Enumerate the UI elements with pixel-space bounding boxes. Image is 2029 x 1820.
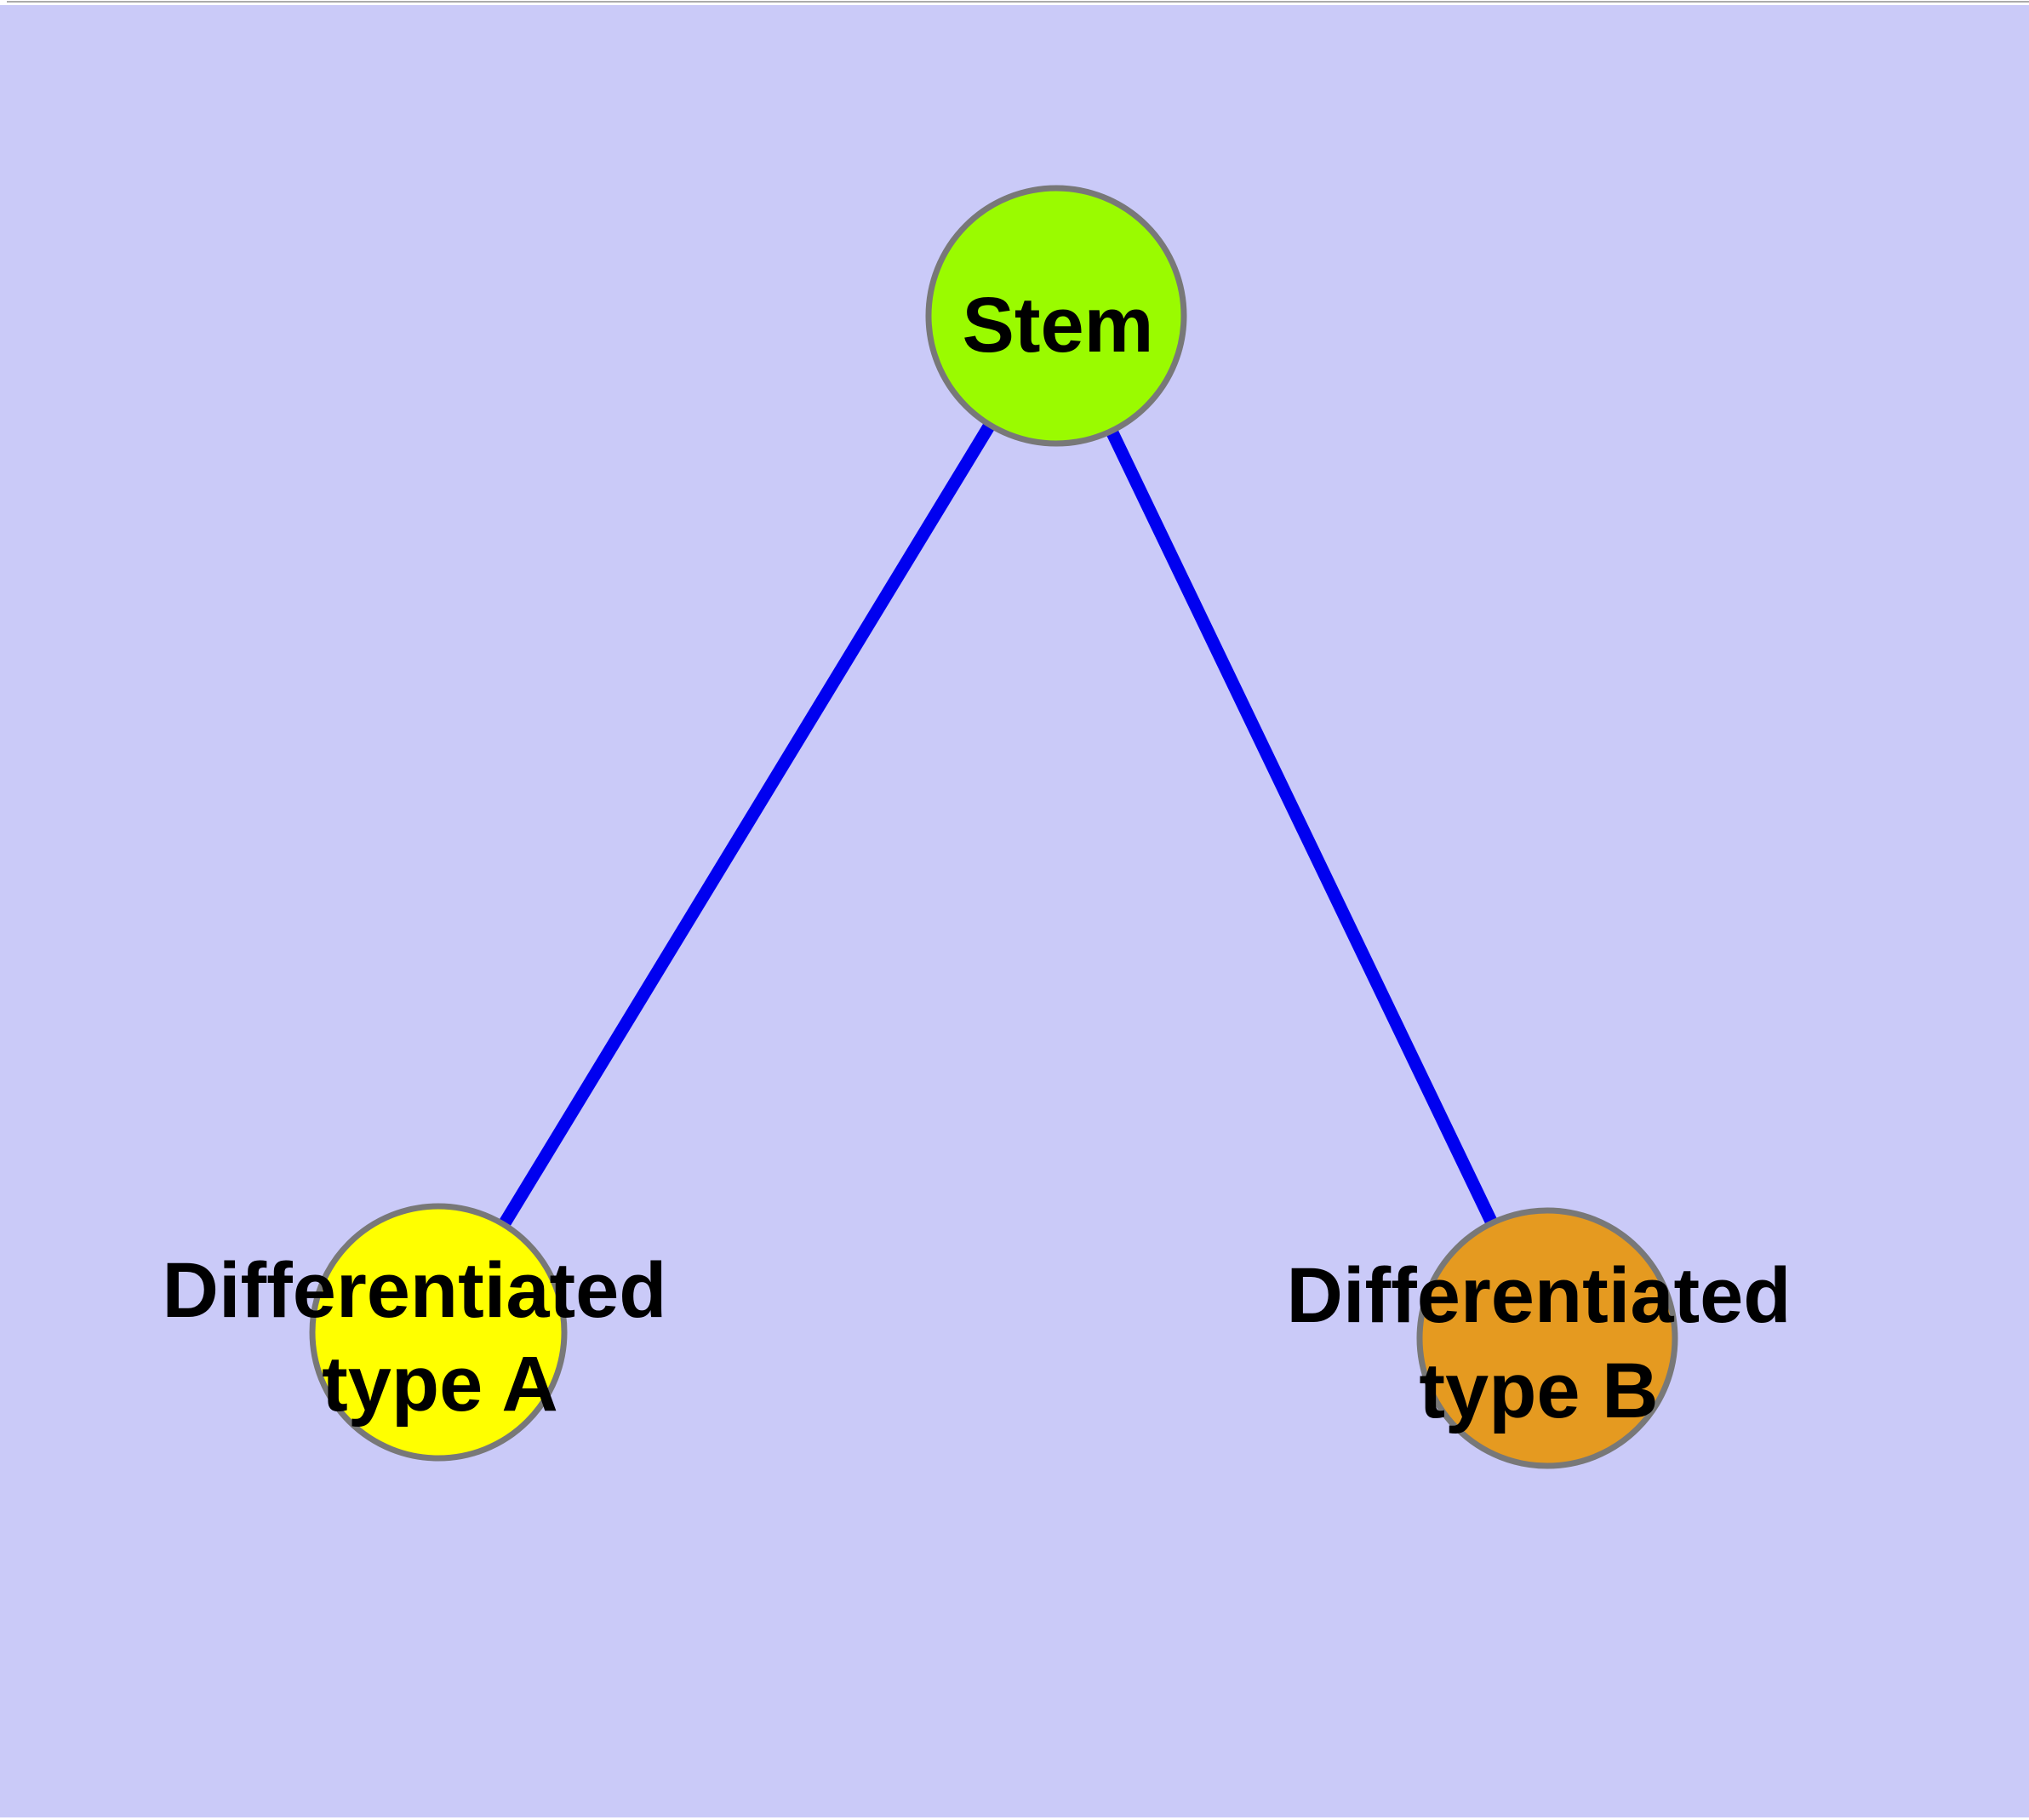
node-differentiated-type-a xyxy=(309,1203,568,1462)
edge-stem-to-type-b xyxy=(1050,312,1553,1342)
node-type-a-label-line1: Differentiated xyxy=(163,1247,667,1334)
node-type-b-label-line2: type B xyxy=(1419,1348,1658,1434)
node-stem-label: Stem xyxy=(963,282,1154,369)
node-type-a-label-line2: type A xyxy=(322,1341,558,1428)
node-type-b-label-line1: Differentiated xyxy=(1287,1252,1792,1339)
top-edge-hairline xyxy=(7,1,2029,3)
node-stem xyxy=(925,185,1187,447)
bottom-edge-strip xyxy=(0,1817,2029,1820)
edge-stem-to-type-a xyxy=(432,312,1062,1336)
node-differentiated-type-b xyxy=(1416,1207,1678,1469)
